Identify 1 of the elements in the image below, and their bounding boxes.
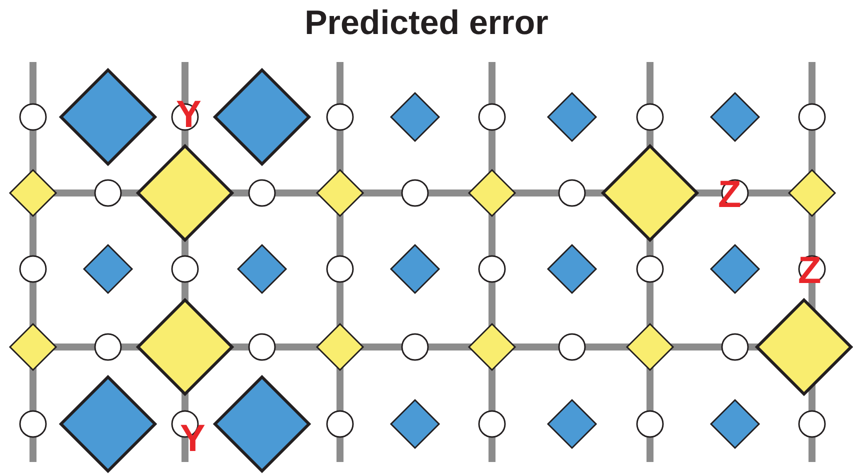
diagram-title: Predicted error — [304, 4, 550, 43]
